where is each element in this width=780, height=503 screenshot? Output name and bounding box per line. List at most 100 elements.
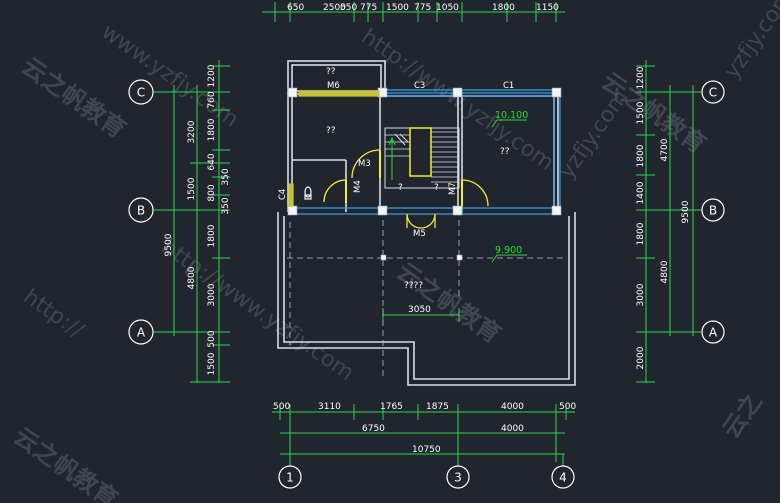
dimension-label: 550 [340,3,357,13]
dimension-label: 3000 [636,283,646,306]
dimension-label: 3050 [408,305,431,315]
window-tag-c3: C3 [414,81,425,91]
dimension-label: 760 [207,91,217,108]
dimension-label: 1500 [207,352,217,375]
axis-bubble [701,198,725,222]
dimension-label: 4800 [187,266,197,289]
axis-label: A [709,326,718,340]
room-label: ? [434,183,439,193]
dimension-label: 9500 [164,233,174,256]
watermark-text: 云之帆教育 [9,422,123,503]
dimension-label: 4800 [660,260,670,283]
window-tag-c1: C1 [503,81,514,91]
toilet-icon [304,186,312,200]
axis-bubble [128,197,154,223]
watermark-text: 云之 [717,388,767,443]
elevation-label: 9.900 [495,245,522,256]
door-tag-m7: M7 [448,182,458,195]
dimension-label: 500 [273,402,290,412]
axis-label: C [137,86,145,100]
axis-bubble [278,465,302,489]
dimension-label: 9500 [681,200,691,223]
room-label: ???? [404,281,423,291]
dimension-label: 4000 [501,402,524,412]
axis-label: A [137,326,146,340]
dimension-label: 2000 [636,346,646,369]
right-dimensions: 1200 1500 1800 1400 1800 3000 2000 4700 … [636,66,691,369]
dimension-label: 1875 [426,402,449,412]
dimension-label: 1800 [636,144,646,167]
watermark-text: 云之帆教育 [392,257,506,349]
room-labels: ?? ?? ?? ? ? ???? [326,67,510,291]
dimension-label: 1200 [207,64,217,87]
room-label: ?? [326,67,336,77]
axis-label: C [709,86,717,100]
dimension-label: 1150 [536,3,559,13]
axis-label: 4 [559,471,567,485]
watermark-text: yzfjy.com [719,0,780,83]
dimension-label: 3000 [207,283,217,306]
dimension-label: 10750 [412,445,441,455]
axis-label: 3 [454,471,462,485]
dimension-lines [154,2,702,466]
dimension-label: 2500 [323,3,346,13]
dimension-label: 650 [287,3,304,13]
room-label: ? [398,183,403,193]
door-tag-m6: M6 [327,81,340,91]
left-dimensions: 9500 3200 1500 4800 1500 1200 760 1800 6… [164,64,231,375]
walls [277,60,576,386]
doors [288,90,489,229]
dimension-label: 775 [414,3,431,13]
watermark-layer: www.yzfjy.com http://www.yzfjy.com http:… [9,0,780,503]
axis-label: 1 [286,471,294,485]
axis-bubbles: C B A C B A 1 3 4 [128,79,725,489]
elevation-label: 10.100 [495,110,528,121]
room-label: ?? [500,147,510,157]
dimension-label: 4700 [660,138,670,161]
axis-bubble [446,465,470,489]
axis-bubble [701,80,725,104]
top-dimensions: 650 2500 550 775 1500 775 1050 1800 1150 [287,3,559,13]
dimension-label: 1400 [636,181,646,204]
axis-bubble [701,320,725,344]
axis-label: B [709,204,717,218]
axis-label: B [137,204,145,218]
axis-bubble [551,465,575,489]
room-label: ?? [326,126,336,136]
dimension-label: 4000 [501,424,524,434]
dimension-label: 1800 [207,224,217,247]
stair [384,127,460,189]
watermark-text: http:// [19,284,89,343]
dimension-label: 350 [221,197,231,214]
dimension-label: 1500 [386,3,409,13]
dimension-label: 1800 [636,222,646,245]
window-tag-c4: C4 [278,189,288,200]
dimension-label: 1500 [187,177,197,200]
opening-tags: M6 C3 C1 M3 M4 C4 M7 M5 [278,81,514,239]
dimension-label: 1765 [380,402,403,412]
elevation-marks: 10.100 9.900 [495,110,528,256]
dimension-label: 1500 [636,101,646,124]
watermark-text: http://www.yzfjy.com [157,234,359,386]
dimension-label: 3200 [187,120,197,143]
dimension-label: 6750 [362,424,385,434]
bottom-dimensions: 500 3110 1765 1875 4000 500 6750 4000 10… [273,305,576,455]
door-tag-m5: M5 [413,229,426,239]
watermark-text: 云之帆教育 [17,52,131,144]
dimension-label: 1800 [207,118,217,141]
dimension-label: 775 [360,3,377,13]
columns [287,87,562,261]
dimension-label: 500 [207,330,217,347]
dimension-label: 1050 [436,3,459,13]
door-tag-m3: M3 [358,159,371,169]
dimension-label: 640 [207,153,217,170]
dimension-label: 350 [221,168,231,185]
dimension-label: 1800 [492,3,515,13]
dimension-label: 800 [207,184,217,201]
door-tag-m4: M4 [353,180,363,193]
dimension-label: 1200 [636,66,646,89]
axis-bubble [128,319,154,345]
dimension-label: 500 [559,402,576,412]
axis-bubble [128,79,154,105]
